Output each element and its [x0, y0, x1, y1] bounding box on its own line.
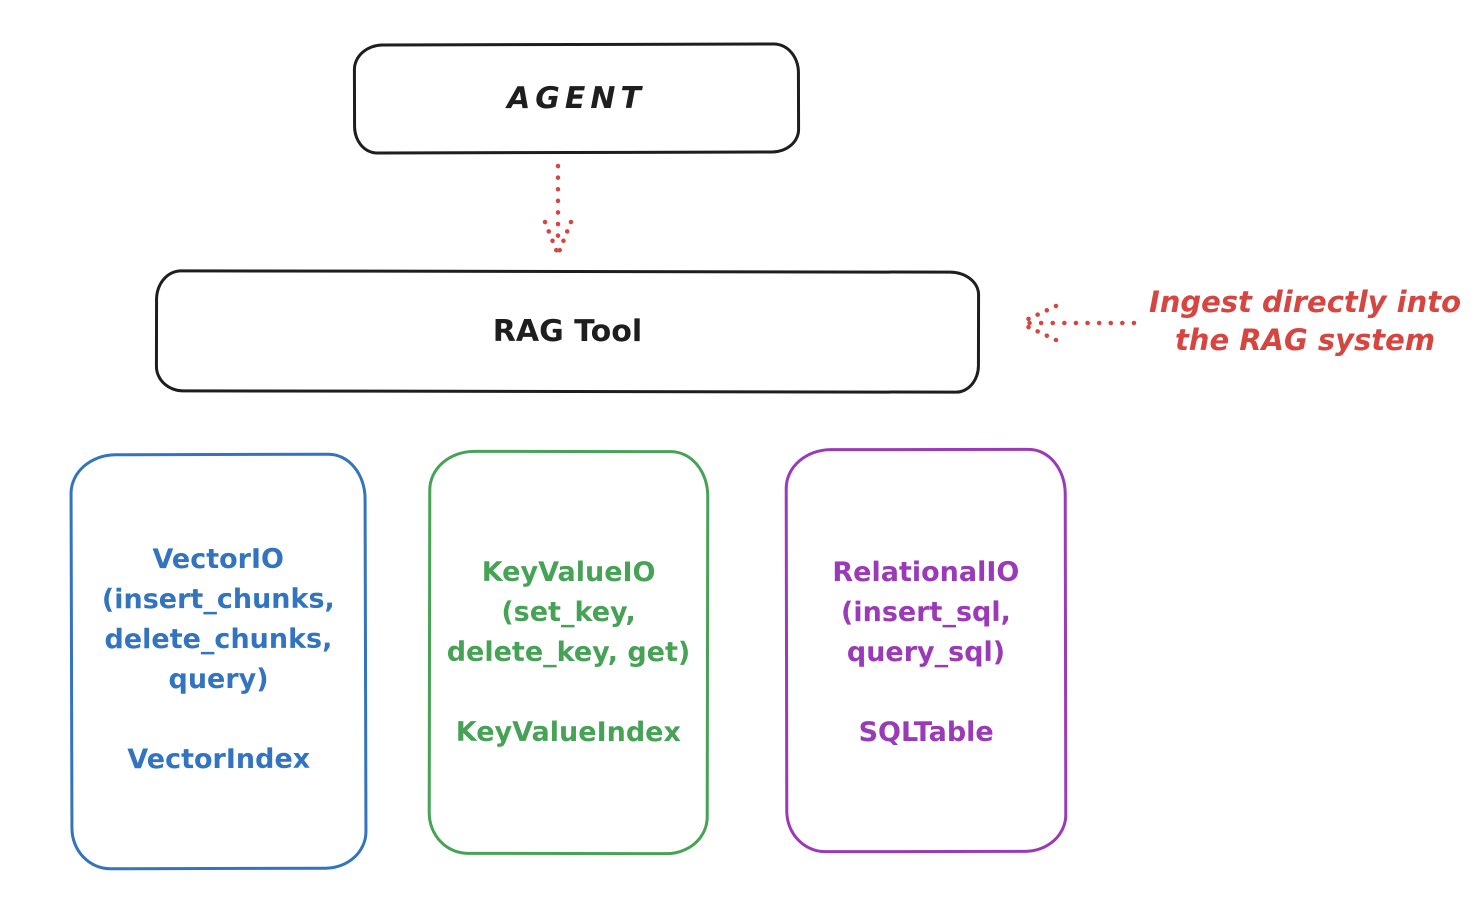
agent-node: AGENT	[352, 42, 801, 155]
store-line: KeyValueIO	[481, 556, 656, 589]
store-line: query_sql)	[846, 636, 1006, 669]
store-index-label: VectorIndex	[127, 743, 311, 776]
store-index-label: KeyValueIndex	[455, 716, 681, 749]
vector-io-box: VectorIO (insert_chunks, delete_chunks, …	[69, 452, 368, 871]
keyvalue-io-box: KeyValueIO (set_key, delete_key, get) Ke…	[427, 449, 710, 856]
ingest-annotation-line2: the RAG system	[1174, 323, 1436, 357]
rag-tool-label: RAG Tool	[492, 313, 643, 350]
relational-io-text: RelationalIO (insert_sql, query_sql) SQL…	[788, 553, 1064, 753]
store-index-label: SQLTable	[858, 716, 994, 749]
store-line: (insert_chunks,	[101, 583, 335, 616]
relational-io-box: RelationalIO (insert_sql, query_sql) SQL…	[784, 447, 1068, 854]
agent-label: AGENT	[507, 80, 646, 117]
line-gap	[73, 700, 364, 741]
store-line: (set_key,	[501, 596, 636, 629]
ingest-annotation-label: Ingest directly into the RAG system	[1138, 283, 1472, 359]
line-gap	[431, 673, 706, 713]
store-line: RelationalIO	[832, 556, 1020, 589]
ingest-annotation-line1: Ingest directly into	[1148, 285, 1462, 319]
store-line: query)	[168, 663, 269, 696]
keyvalue-io-text: KeyValueIO (set_key, delete_key, get) Ke…	[431, 553, 706, 753]
store-line: delete_key, get)	[446, 636, 691, 669]
line-gap	[788, 673, 1064, 713]
agent-to-rag-tool-arrow	[542, 163, 574, 255]
store-line: (insert_sql,	[840, 596, 1011, 629]
ingest-annotation-arrow	[1021, 303, 1137, 343]
rag-tool-node: RAG Tool	[154, 269, 981, 394]
store-line: delete_chunks,	[104, 623, 333, 656]
vector-io-text: VectorIO (insert_chunks, delete_chunks, …	[73, 540, 365, 781]
store-line: VectorIO	[152, 543, 285, 576]
